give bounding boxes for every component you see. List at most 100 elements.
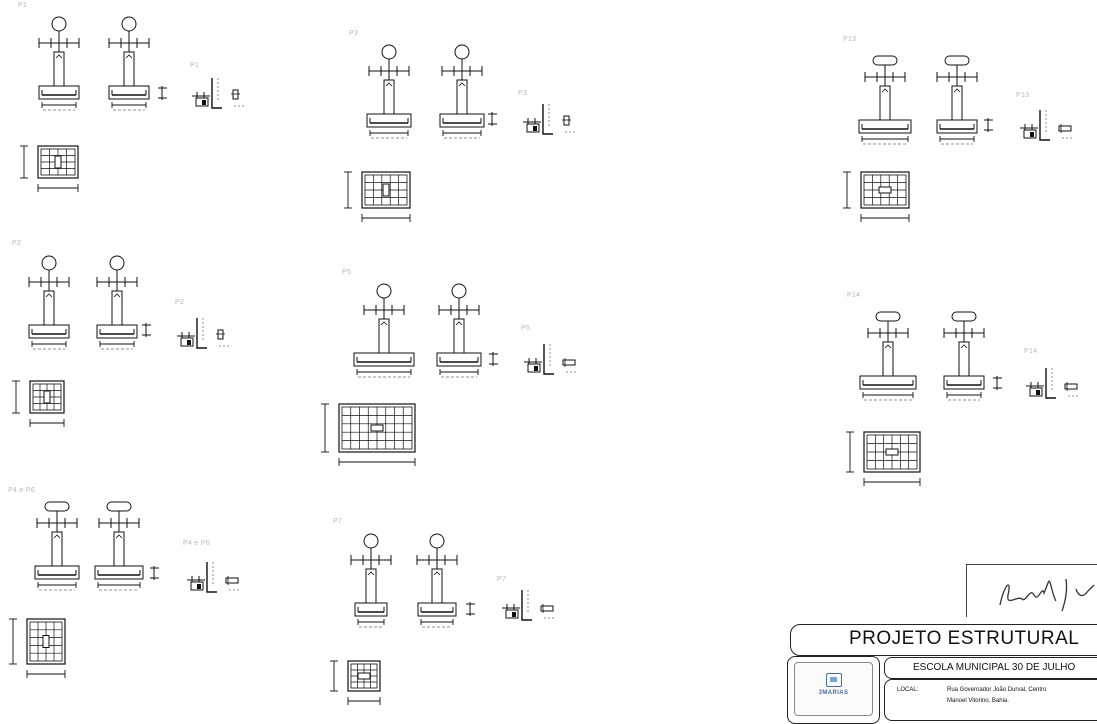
- detail-fill: [202, 100, 206, 105]
- plan-column: [42, 635, 50, 648]
- break-line: [884, 344, 892, 349]
- footing-block: [436, 352, 482, 367]
- stirrup-icon: [562, 359, 576, 366]
- height-marker: [466, 602, 475, 616]
- break-line: [45, 293, 53, 298]
- height-marker: [993, 376, 1002, 390]
- column-head-oval: [944, 55, 970, 66]
- footing-plan: [330, 660, 381, 705]
- school-name: ESCOLA MUNICIPAL 30 DE JULHO: [913, 662, 1076, 673]
- rebar-detail: [177, 318, 231, 349]
- column-shaft: [951, 85, 963, 121]
- break-line: [53, 534, 61, 539]
- footing-block: [858, 119, 912, 134]
- stirrup-icon: [1058, 125, 1072, 132]
- height-marker: [142, 323, 151, 337]
- footing-elevation: [353, 283, 415, 378]
- footing-elevation: [936, 55, 978, 145]
- address-line-1: Rua Governador João Durval, Centro: [947, 687, 1047, 693]
- detail-fill: [512, 612, 516, 617]
- break-line: [115, 534, 123, 539]
- footing-plan: [321, 403, 416, 466]
- stirrup-icon: [540, 605, 554, 612]
- column-shaft: [113, 531, 125, 567]
- column-shaft: [383, 79, 395, 115]
- footing-elevation: [859, 311, 917, 401]
- l-bar: [1039, 110, 1050, 141]
- detail-fill: [1030, 132, 1034, 137]
- logo-panel: 3MARIAS: [794, 662, 873, 716]
- column-shaft: [123, 51, 135, 87]
- column-shaft: [51, 531, 63, 567]
- detail-fill: [533, 126, 537, 131]
- column-head-oval: [106, 501, 132, 512]
- footing-elevation: [28, 255, 70, 350]
- column-head-circle: [363, 533, 379, 549]
- break-line: [953, 88, 961, 93]
- footing-elevation: [943, 311, 985, 401]
- column-shaft: [456, 79, 468, 115]
- label-p4-p6: P4 e P6: [8, 487, 36, 494]
- footing-block: [94, 565, 144, 580]
- plan-column: [885, 448, 899, 456]
- column-head-oval: [951, 311, 977, 322]
- column-shaft: [378, 318, 390, 354]
- break-line: [433, 571, 441, 576]
- label-p1-detail: P1: [190, 62, 200, 69]
- rebar-detail: [524, 344, 578, 375]
- footing-plan: [846, 431, 921, 486]
- break-line: [113, 293, 121, 298]
- label-p7-detail: P7: [497, 576, 507, 583]
- rebar-detail: [1026, 368, 1080, 399]
- break-line: [455, 321, 463, 326]
- l-bar: [543, 344, 554, 375]
- l-bar: [211, 78, 222, 109]
- l-bar: [521, 590, 532, 621]
- logo-icon: [826, 673, 842, 687]
- column-head-circle: [376, 283, 392, 299]
- footing-block: [859, 375, 917, 390]
- label-p5-detail: P5: [521, 325, 531, 332]
- label-p2: P2: [12, 240, 22, 247]
- column-head-circle: [429, 533, 445, 549]
- footing-block: [417, 602, 457, 617]
- footing-elevation: [350, 533, 392, 628]
- plan-column: [370, 424, 384, 432]
- footing-block: [936, 119, 978, 134]
- height-marker: [158, 86, 167, 100]
- project-title: PROJETO ESTRUTURAL: [849, 628, 1080, 649]
- footing-elevation: [94, 501, 144, 591]
- signature-frame: [966, 564, 1097, 617]
- column-shaft: [958, 341, 970, 377]
- label-p14: P14: [847, 292, 861, 299]
- footing-elevation: [439, 44, 485, 139]
- footing-block: [96, 324, 138, 339]
- break-line: [881, 88, 889, 93]
- rebar-detail: [1020, 110, 1074, 141]
- footing-elevation: [366, 44, 412, 139]
- footing-plan: [843, 171, 910, 222]
- footing-elevation: [108, 16, 150, 111]
- footing-block: [366, 113, 412, 128]
- column-shaft: [365, 568, 377, 604]
- rebar-detail: [523, 104, 577, 135]
- stirrup-icon: [232, 89, 239, 100]
- project-title-box: PROJETO ESTRUTURAL: [790, 624, 1097, 656]
- logo-text: 3MARIAS: [818, 690, 849, 696]
- label-p1: P1: [18, 2, 28, 9]
- footing-plan: [12, 380, 65, 427]
- l-bar: [542, 104, 553, 135]
- label-p13-detail: P13: [1016, 92, 1030, 99]
- stirrup-icon: [217, 329, 224, 340]
- column-head-circle: [381, 44, 397, 60]
- column-shaft: [879, 85, 891, 121]
- column-head-circle: [454, 44, 470, 60]
- footing-elevation: [38, 16, 80, 111]
- column-head-circle: [451, 283, 467, 299]
- break-line: [125, 54, 133, 59]
- footing-block: [38, 85, 80, 100]
- stirrup-icon: [1064, 383, 1078, 390]
- footing-elevation: [34, 501, 80, 591]
- footing-elevation: [436, 283, 482, 378]
